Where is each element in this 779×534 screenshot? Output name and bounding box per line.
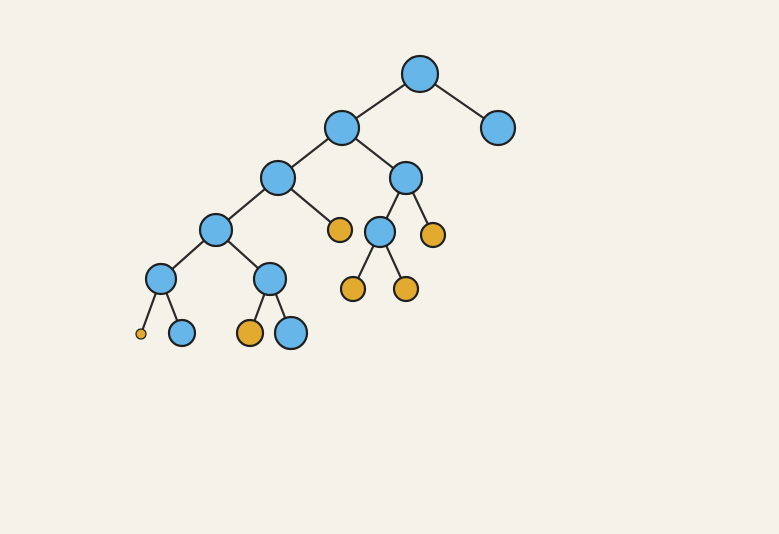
leaf-node-n16 [339,275,367,303]
leaf-node-n6 [326,216,354,244]
internal-node-n8 [144,262,178,296]
internal-node-n15 [363,215,397,249]
internal-node-n4 [259,159,297,197]
internal-node-n11 [167,318,197,348]
internal-node-n7 [388,160,424,196]
leaf-node-n14 [419,221,447,249]
edges-layer [139,72,500,336]
internal-node-n3 [479,109,517,147]
nodes-layer [135,54,517,351]
internal-node-n2 [323,109,361,147]
internal-node-n13 [273,315,309,351]
leaf-node-n10 [135,328,147,340]
internal-node-n5 [198,212,234,248]
leaf-node-n12 [235,318,265,348]
internal-node-n9 [252,261,288,297]
leaf-node-n17 [392,275,420,303]
internal-node-n1 [400,54,440,94]
